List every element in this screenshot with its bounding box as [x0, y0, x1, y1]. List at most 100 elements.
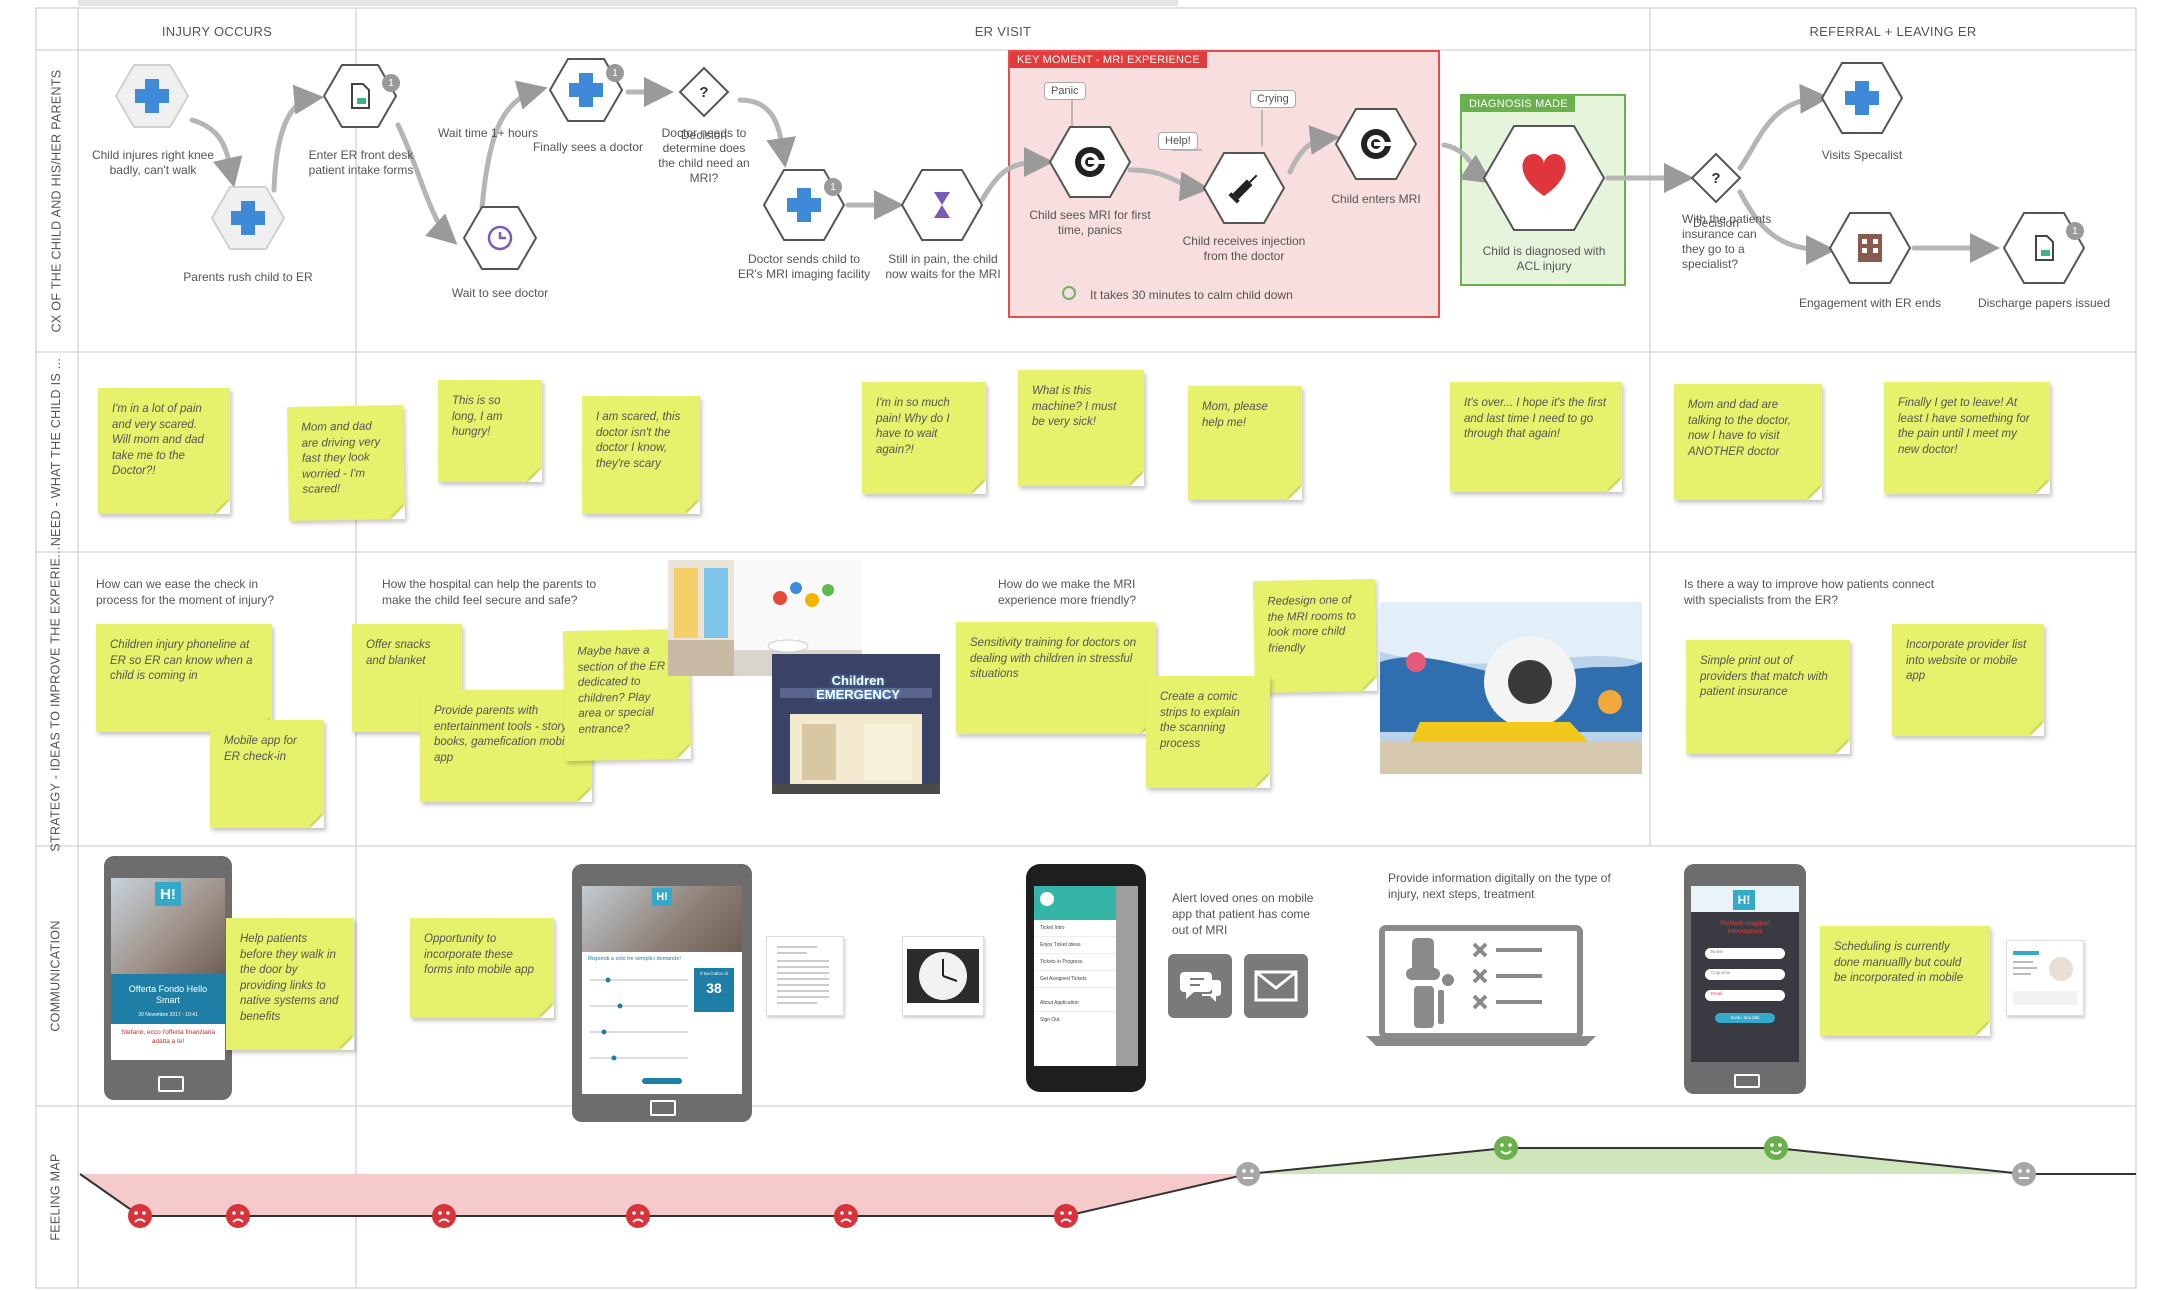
- menu-item[interactable]: About Application: [1034, 988, 1138, 1012]
- header-banner: H!: [1691, 886, 1799, 912]
- need-sticky[interactable]: Mom and dad are driving very fast they l…: [287, 404, 405, 522]
- android-phone-mockup: Ticket Intro Enjoy Ticket Ideas Tickets …: [1026, 864, 1146, 1092]
- menu-item[interactable]: Get Assigned Tickets: [1034, 971, 1138, 988]
- sad-face-icon[interactable]: [128, 1204, 152, 1228]
- hex-node-specialist[interactable]: [1820, 62, 1904, 134]
- send-data-button[interactable]: Invia i tuoi dati: [1715, 1013, 1775, 1023]
- step-label: Enter ER front desk patient intake forms: [308, 148, 414, 177]
- step-label: With the patients insurance can they go …: [1682, 212, 1772, 271]
- feeling-map-chart: [79, 1136, 2136, 1228]
- communication-sticky[interactable]: Scheduling is currently done manuallly b…: [1820, 926, 1990, 1036]
- strategy-question: How can we ease the check in process for…: [96, 577, 275, 607]
- idea-sticky[interactable]: Create a comic strips to explain the sca…: [1146, 676, 1270, 788]
- heart-icon: [1522, 154, 1566, 196]
- hex-node-discharge[interactable]: [2002, 212, 2086, 284]
- neutral-face-icon[interactable]: [2012, 1162, 2036, 1186]
- hex-node-mri-panic[interactable]: [1048, 126, 1132, 198]
- medical-cross-icon: [135, 79, 169, 113]
- need-sticky[interactable]: Mom and dad are talking to the doctor, n…: [1674, 384, 1822, 500]
- communication-sticky[interactable]: Help patients before they walk in the do…: [226, 918, 354, 1050]
- hex-node-engagement-ends[interactable]: [1828, 212, 1912, 284]
- need-sticky[interactable]: It's over... I hope it's the first and l…: [1450, 382, 1622, 492]
- decision-node-mri[interactable]: ?: [678, 66, 730, 118]
- mail-icon: [1244, 954, 1308, 1018]
- home-button-icon[interactable]: [1734, 1074, 1760, 1088]
- app-logo-icon: [1040, 892, 1054, 906]
- sad-face-icon[interactable]: [1054, 1204, 1078, 1228]
- step-label: Still in pain, the child now waits for t…: [885, 252, 1001, 281]
- need-sticky[interactable]: I'm in so much pain! Why do I have to wa…: [862, 382, 986, 494]
- survey-heading: Rispondi a solo tre semplici domande!: [588, 956, 681, 962]
- score-card: Il tuo indice di 38: [694, 968, 734, 1012]
- name-field[interactable]: Nome: [1705, 948, 1785, 959]
- submit-button[interactable]: [642, 1078, 682, 1084]
- idea-sticky[interactable]: Mobile app for ER check-in: [210, 720, 324, 828]
- menu-item[interactable]: Ticket Intro: [1034, 920, 1138, 937]
- idea-sticky[interactable]: Simple print out of providers that match…: [1686, 640, 1850, 754]
- communication-sticky[interactable]: Opportunity to incorporate these forms i…: [410, 918, 554, 1018]
- strategy-question: Is there a way to improve how patients c…: [1684, 577, 1935, 607]
- checklist-icon: [1472, 942, 1542, 1010]
- need-sticky[interactable]: I am scared, this doctor isn't the docto…: [582, 396, 700, 514]
- decision-symbol: ?: [1711, 170, 1720, 187]
- sad-face-icon[interactable]: [432, 1204, 456, 1228]
- hex-node-wait[interactable]: [462, 206, 538, 270]
- happy-face-icon[interactable]: [1494, 1136, 1518, 1160]
- decision-node-insurance[interactable]: ?: [1690, 152, 1742, 204]
- phone-screen: H! Offerta Fondo Hello Smart 20 Novembre…: [111, 878, 225, 1060]
- step-label: Parents rush child to ER: [183, 270, 313, 284]
- journey-nodes: ?: [114, 58, 2086, 284]
- count-badge: 1: [824, 178, 842, 196]
- feeling-line: [79, 1147, 2136, 1217]
- phase-er-visit: ER VISIT: [974, 23, 1032, 39]
- tablet-screen: H! Rispondi a solo tre semplici domande!…: [582, 886, 742, 1094]
- sad-face-icon[interactable]: [834, 1204, 858, 1228]
- phone-mockup-info-request: H! Richiedi maggiori informazioni Nome C…: [1684, 864, 1806, 1094]
- hex-node-enters-mri[interactable]: [1334, 108, 1418, 180]
- idea-sticky[interactable]: Incorporate provider list into website o…: [1892, 624, 2044, 736]
- menu-item[interactable]: Enjoy Ticket Ideas: [1034, 937, 1138, 954]
- offer-greeting: Stefano, ecco l'offerta finanziaria adat…: [121, 1029, 215, 1045]
- menu-item[interactable]: Tickets in Progress: [1034, 954, 1138, 971]
- home-button-icon[interactable]: [650, 1100, 676, 1116]
- emotion-tag-panic: Panic: [1044, 82, 1086, 100]
- phone-screen: Ticket Intro Enjoy Ticket Ideas Tickets …: [1034, 886, 1138, 1066]
- hex-node-wait-mri[interactable]: [900, 169, 984, 241]
- wait-time-label: Wait time 1+ hours: [438, 126, 538, 140]
- hex-node-diagnosis[interactable]: [1482, 125, 1606, 231]
- menu-item[interactable]: Sign Out: [1040, 1017, 1060, 1023]
- sad-face-icon[interactable]: [626, 1204, 650, 1228]
- idea-sticky[interactable]: Redesign one of the MRI rooms to look mo…: [1253, 578, 1377, 694]
- sad-face-icon[interactable]: [226, 1204, 250, 1228]
- hex-node-intake-forms[interactable]: [322, 64, 398, 128]
- idea-sticky[interactable]: Children injury phoneline at ER so ER ca…: [96, 624, 272, 732]
- email-field[interactable]: Email: [1705, 990, 1785, 1001]
- er-sign-text: Children EMERGENCY: [816, 673, 900, 702]
- home-button-icon[interactable]: [158, 1076, 184, 1092]
- hex-node-sees-doctor[interactable]: [548, 58, 624, 122]
- hex-node-rush-er[interactable]: [210, 186, 286, 250]
- medical-cross-icon: [569, 73, 603, 107]
- need-sticky[interactable]: I'm in a lot of pain and very scared. Wi…: [98, 388, 230, 514]
- hex-node-injury[interactable]: [114, 64, 190, 128]
- step-label: Child is diagnosed with ACL injury: [1482, 244, 1606, 273]
- step-label: Child receives injection from the doctor: [1182, 234, 1306, 263]
- need-sticky[interactable]: What is this machine? I must be very sic…: [1018, 370, 1144, 486]
- step-label: Engagement with ER ends: [1798, 296, 1942, 310]
- key-moment-note: It takes 30 minutes to calm child down: [1090, 288, 1293, 302]
- need-sticky[interactable]: This is so long, I am hungry!: [438, 380, 542, 482]
- count-badge: 1: [2066, 222, 2084, 240]
- neutral-face-icon[interactable]: [1236, 1162, 1260, 1186]
- need-sticky[interactable]: Finally I get to leave! At least I have …: [1884, 382, 2050, 494]
- hex-node-injection[interactable]: [1202, 152, 1286, 224]
- brand-badge: H!: [1733, 890, 1755, 910]
- need-sticky[interactable]: Mom, please help me!: [1188, 386, 1302, 500]
- happy-face-icon[interactable]: [1764, 1136, 1788, 1160]
- phase-injury-occurs: INJURY OCCURS: [161, 23, 273, 39]
- surname-field[interactable]: Cognome: [1705, 969, 1785, 980]
- decision-symbol: ?: [699, 84, 708, 101]
- hospital-building-icon: [1858, 234, 1882, 262]
- idea-sticky[interactable]: Sensitivity training for doctors on deal…: [956, 622, 1156, 734]
